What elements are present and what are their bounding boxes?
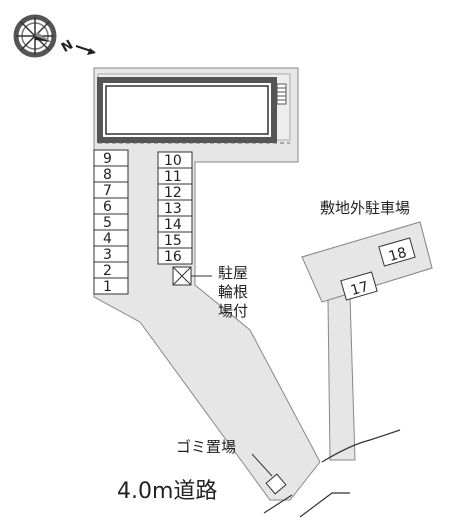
garbage-label: ゴミ置場: [176, 438, 236, 456]
parking-slot-label: 5: [103, 215, 112, 231]
parking-slot-label: 13: [164, 201, 182, 217]
parking-slot-label: 12: [164, 185, 182, 201]
parking-slot: 2: [93, 261, 129, 279]
parking-slot: 6: [93, 197, 129, 215]
parking-slot: 10: [157, 151, 193, 169]
garbage-area: ゴミ置場: [176, 438, 287, 495]
parking-slot: 18: [378, 237, 416, 267]
parking-slot-label: 11: [164, 169, 182, 185]
parking-slot-label: 14: [164, 217, 182, 233]
parking-slot-label: 6: [103, 199, 112, 215]
parking-slot-label: 1: [103, 279, 112, 295]
parking-slot: 4: [93, 229, 129, 247]
parking-slot: 12: [157, 183, 193, 201]
parking-slot-label: 15: [164, 233, 182, 249]
parking-left-column: 9 8 7 6 5 4 3 2: [93, 149, 129, 295]
parking-slot-label: 16: [164, 249, 182, 265]
offsite-parking-label: 敷地外駐車場: [320, 199, 410, 217]
bicycle-parking-label-line1: 駐屋: [218, 264, 248, 282]
compass-north-label: N: [59, 37, 76, 55]
parking-slot: 1: [93, 277, 129, 295]
parking-slot: 13: [157, 199, 193, 217]
offsite-parking: 敷地外駐車場 18 17: [300, 199, 433, 461]
parking-slot: 5: [93, 213, 129, 231]
parking-slot-label: 18: [387, 245, 409, 265]
parking-slot: 15: [157, 231, 193, 249]
parking-slot-label: 8: [103, 167, 112, 183]
parking-slot-label: 17: [349, 279, 371, 299]
road: 4.0m道路: [117, 429, 401, 518]
parking-slot-label: 4: [103, 231, 112, 247]
compass-icon: N: [13, 14, 96, 58]
parking-slot: 8: [93, 165, 129, 183]
parking-slot: 9: [93, 149, 129, 167]
parking-slot: 7: [93, 181, 129, 199]
building: [97, 77, 290, 144]
parking-slot-label: 7: [103, 183, 112, 199]
parking-right-column: 10 11 12 13 14 15 16: [157, 151, 193, 265]
bicycle-parking-label-line3: 場付: [218, 302, 248, 320]
parking-slot: 17: [340, 271, 378, 301]
parking-slot: 14: [157, 215, 193, 233]
parking-slot: 16: [157, 247, 193, 265]
bicycle-parking-label-line2: 輪根: [218, 283, 248, 301]
parking-slot-label: 9: [103, 151, 112, 167]
parking-slot: 3: [93, 245, 129, 263]
road-label: 4.0m道路: [117, 479, 217, 504]
parking-slot-label: 10: [164, 153, 182, 169]
bicycle-parking: 駐屋 輪根 場付: [172, 264, 248, 320]
parking-slot: 11: [157, 167, 193, 185]
parking-slot-label: 2: [103, 263, 112, 279]
parking-slot-label: 3: [103, 247, 112, 263]
stairs-icon: [276, 83, 287, 105]
